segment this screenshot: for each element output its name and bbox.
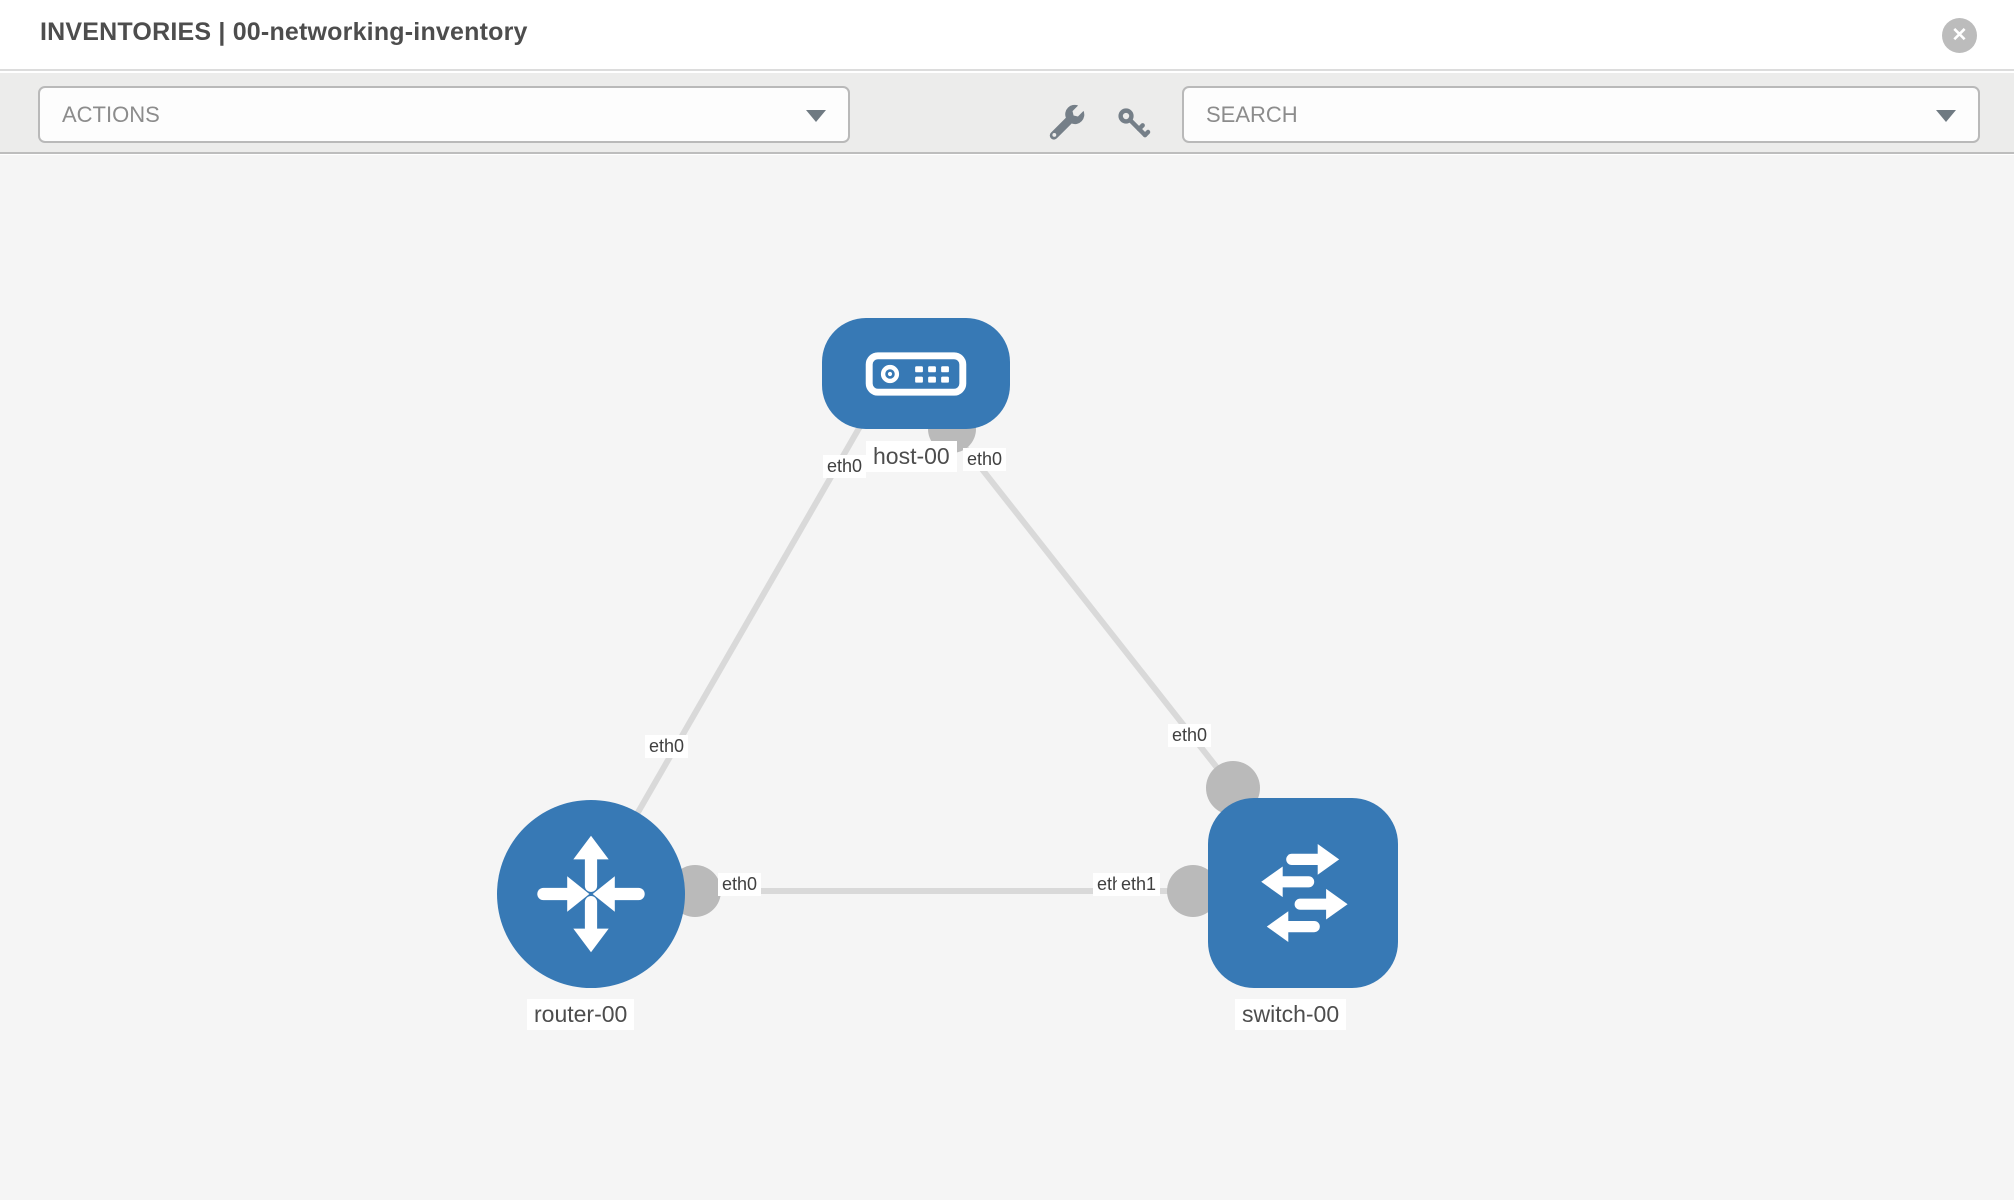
node-label-switch: switch-00 bbox=[1235, 999, 1347, 1030]
if-label-switch-eth0-up: eth0 bbox=[1168, 724, 1212, 747]
if-label-router-eth0-up: eth0 bbox=[645, 735, 689, 758]
interface-connector-switch-left[interactable] bbox=[1167, 865, 1219, 917]
topology-canvas[interactable]: host-00 router-00 switch-00 eth0 eth0 et… bbox=[0, 155, 2014, 1200]
search-dropdown-label: SEARCH bbox=[1206, 101, 1298, 127]
chevron-down-icon bbox=[1936, 109, 1956, 122]
key-icon bbox=[1118, 108, 1151, 138]
host-icon bbox=[865, 351, 967, 396]
if-label-host-eth0-right: eth0 bbox=[963, 448, 1007, 471]
configure-button[interactable] bbox=[1044, 102, 1086, 149]
close-icon: ✕ bbox=[1951, 25, 1968, 46]
wrench-icon bbox=[1049, 104, 1085, 140]
router-icon bbox=[537, 835, 645, 953]
if-label-router-eth0-right: eth0 bbox=[718, 873, 762, 896]
toolbar: ACTIONS SEARCH bbox=[0, 73, 2014, 154]
node-label-router: router-00 bbox=[527, 999, 635, 1030]
if-label-host-eth0-left: eth0 bbox=[823, 455, 867, 478]
actions-dropdown-label: ACTIONS bbox=[62, 101, 160, 127]
node-router-00[interactable] bbox=[497, 800, 685, 988]
header-bar: INVENTORIES | 00-networking-inventory ✕ bbox=[0, 0, 2014, 71]
node-switch-00[interactable] bbox=[1208, 798, 1398, 988]
if-label-switch-eth1-left: eth1 bbox=[1117, 873, 1161, 896]
page-title: INVENTORIES | 00-networking-inventory bbox=[40, 18, 528, 46]
close-button[interactable]: ✕ bbox=[1942, 18, 1977, 53]
search-dropdown[interactable]: SEARCH bbox=[1182, 86, 1980, 143]
actions-dropdown[interactable]: ACTIONS bbox=[38, 86, 850, 143]
node-host-00[interactable] bbox=[822, 318, 1010, 429]
credentials-button[interactable] bbox=[1114, 104, 1152, 147]
chevron-down-icon bbox=[806, 109, 826, 122]
topology-links-layer bbox=[588, 405, 1260, 917]
switch-icon bbox=[1261, 844, 1348, 942]
node-label-host: host-00 bbox=[866, 441, 957, 472]
